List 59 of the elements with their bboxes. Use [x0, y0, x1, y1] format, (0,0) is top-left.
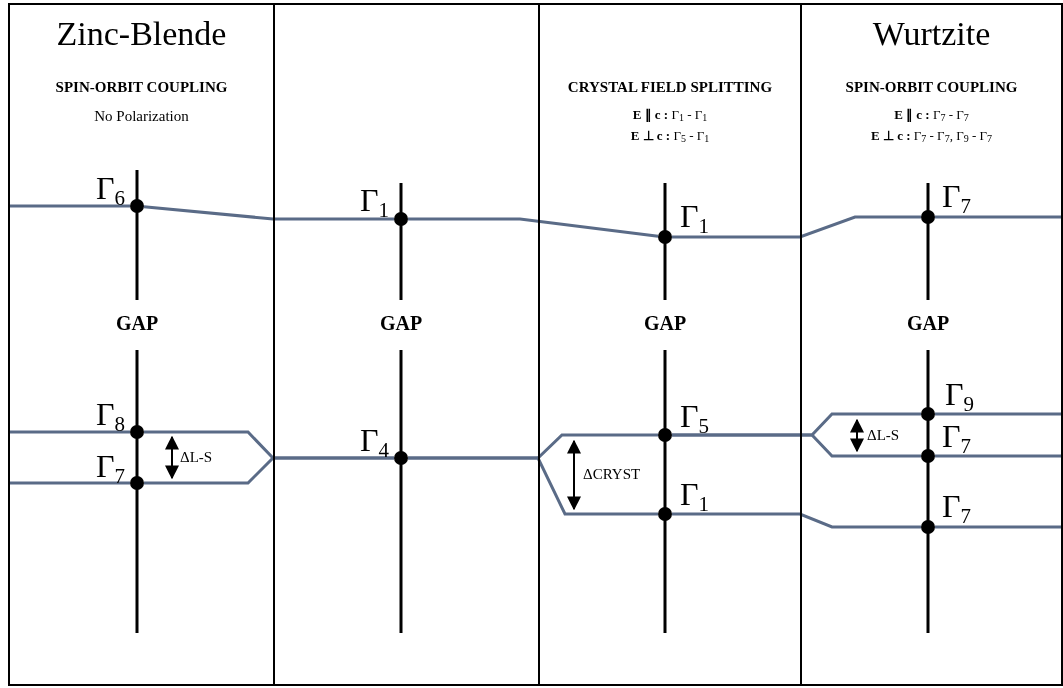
energy-level-line	[935, 412, 1063, 416]
transition-rule: E ⊥ c : Γ$_{5}$ - Γ$_{1}$	[629, 128, 711, 144]
energy-level-line	[935, 525, 1063, 529]
level-dot	[130, 425, 144, 439]
level-dot	[921, 449, 935, 463]
level-dot	[394, 451, 408, 465]
energy-level-line	[144, 456, 394, 485]
energy-level-line	[8, 430, 130, 434]
energy-level-line	[672, 433, 921, 458]
splitting-label: ΔL-S	[867, 428, 900, 443]
gap-label: GAP	[379, 313, 423, 333]
transition-rule: E ∥ c : Γ$_{1}$ - Γ$_{1}$	[631, 107, 709, 123]
section-heading: SPIN-ORBIT COUPLING	[54, 79, 229, 96]
panel	[273, 3, 540, 686]
level-label: Γ$_{7}$	[942, 180, 971, 217]
level-label: Γ$_{4}$	[360, 424, 389, 461]
level-dot	[130, 199, 144, 213]
energy-level-line	[8, 204, 130, 208]
splitting-label: ΔCRYST	[583, 467, 641, 482]
energy-level-line	[143, 205, 394, 221]
level-dot	[921, 210, 935, 224]
level-dot	[658, 428, 672, 442]
energy-level-line	[8, 481, 130, 485]
panel-title: Zinc-Blende	[55, 15, 228, 53]
energy-level-line	[672, 215, 921, 239]
level-label: Γ$_{1}$	[680, 478, 709, 515]
level-dot	[921, 520, 935, 534]
level-label: Γ$_{6}$	[96, 172, 125, 209]
level-dot	[658, 507, 672, 521]
energy-level-line	[935, 215, 1063, 219]
gap-label: GAP	[643, 313, 687, 333]
transition-rule: E ⊥ c : Γ$_{7}$ - Γ$_{7}$, Γ$_{9}$ - Γ$_{7}$	[870, 128, 993, 144]
panel	[8, 3, 275, 686]
transition-rule: E ∥ c : Γ$_{7}$ - Γ$_{7}$	[893, 107, 970, 123]
level-dot	[921, 407, 935, 421]
level-label: Γ$_{9}$	[945, 378, 974, 415]
panel-title: Wurtzite	[871, 15, 992, 53]
energy-level-line	[672, 512, 921, 529]
level-label: Γ$_{8}$	[96, 398, 125, 435]
energy-level-line	[408, 456, 658, 516]
level-label: Γ$_{1}$	[360, 184, 389, 221]
section-heading: CRYSTAL FIELD SPLITTING	[566, 79, 774, 96]
level-label: Γ$_{7}$	[942, 420, 971, 457]
level-label: Γ$_{7}$	[942, 490, 971, 527]
energy-level-line	[408, 217, 659, 238]
level-dot	[394, 212, 408, 226]
section-heading: SPIN-ORBIT COUPLING	[844, 79, 1019, 96]
level-dot	[130, 476, 144, 490]
level-label: Γ$_{5}$	[680, 400, 709, 437]
level-label: Γ$_{1}$	[680, 200, 709, 237]
energy-level-line	[935, 454, 1063, 458]
gap-label: GAP	[906, 313, 950, 333]
level-dot	[658, 230, 672, 244]
panel	[538, 3, 802, 686]
panel	[800, 3, 1063, 686]
splitting-label: ΔL-S	[180, 450, 213, 465]
level-label: Γ$_{7}$	[96, 450, 125, 487]
transition-rule: No Polarization	[93, 108, 190, 125]
gap-label: GAP	[115, 313, 159, 333]
